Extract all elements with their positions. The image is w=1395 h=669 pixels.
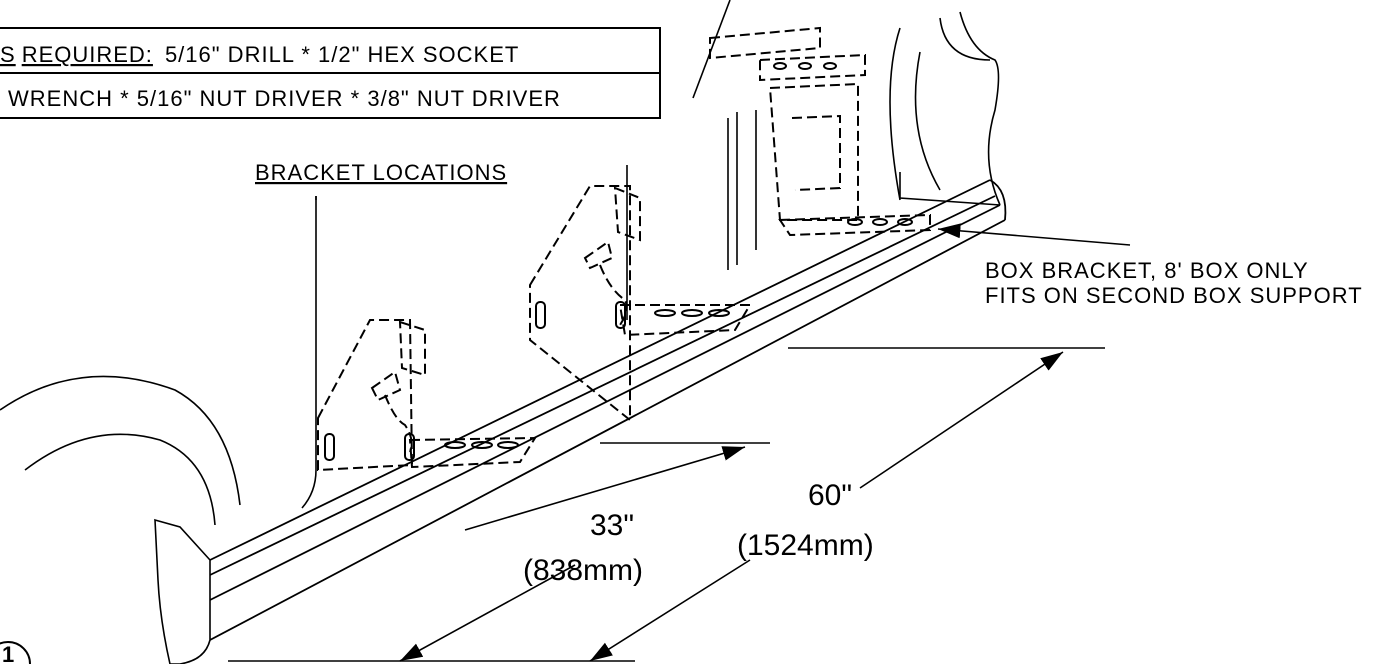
bed-wheel-arch xyxy=(914,51,941,191)
bed-wheel-arch-inner xyxy=(889,27,901,201)
box-hole-1 xyxy=(773,62,787,70)
running-board xyxy=(209,179,1007,641)
rear-slot-2 xyxy=(615,301,626,329)
dim-60-lower-arrow xyxy=(589,559,751,662)
box-hole-2 xyxy=(798,62,812,70)
front-hole-2 xyxy=(471,441,493,449)
front-hole-3 xyxy=(497,441,519,449)
box-bracket-label-line2: FITS ON SECOND BOX SUPPORT xyxy=(985,283,1363,308)
front-bracket-slots xyxy=(324,433,519,461)
box-support-plate-1 xyxy=(759,53,866,82)
dimension-lines xyxy=(228,347,1105,662)
rear-hole-1 xyxy=(654,309,676,317)
box-hole-3 xyxy=(823,62,837,70)
box-hole-4 xyxy=(847,218,863,226)
rear-step-end xyxy=(899,172,1001,206)
box-bracket-label-line1: BOX BRACKET, 8' BOX ONLY xyxy=(985,258,1309,283)
dim-60-imperial: 60" xyxy=(808,479,852,512)
dim-33-upper-arrow xyxy=(464,446,746,531)
front-hole-1 xyxy=(444,441,466,449)
bracket-locations-label: BRACKET LOCATIONS xyxy=(255,160,507,185)
front-bracket-plate xyxy=(370,370,402,402)
board-inner-edge-1 xyxy=(209,195,996,576)
step-marker-number: 1 xyxy=(2,642,14,664)
dim-33-metric: (838mm) xyxy=(523,554,643,587)
front-bracket-foot xyxy=(408,436,537,469)
step-marker: 1 xyxy=(0,641,31,669)
box-support-foot xyxy=(778,213,931,237)
tools-line-2: WRENCH * 5/16" NUT DRIVER * 3/8" NUT DRI… xyxy=(8,86,561,111)
dim-33-imperial: 33" xyxy=(590,509,634,542)
box-hole-6 xyxy=(897,218,913,226)
box-support-holes xyxy=(773,62,913,226)
box-bracket-leader xyxy=(937,223,1131,246)
box-support-bracket xyxy=(709,26,931,237)
board-bottom-edge xyxy=(209,219,1006,641)
front-fender-inner xyxy=(24,433,216,526)
board-end-cap xyxy=(989,179,1007,221)
box-hole-5 xyxy=(872,218,888,226)
rear-bracket-foot xyxy=(618,304,752,337)
front-bracket xyxy=(317,319,537,472)
front-fender-outer xyxy=(0,375,241,506)
rear-bracket-slots xyxy=(535,301,730,329)
rear-bracket-tab xyxy=(613,186,641,242)
front-bracket-link xyxy=(384,394,413,453)
bed-arch-top xyxy=(939,17,991,61)
rear-bracket-plate xyxy=(583,240,614,270)
mud-flap xyxy=(154,518,211,665)
board-top-edge xyxy=(209,179,991,561)
box-support-top xyxy=(709,26,821,60)
box-support-upright xyxy=(768,82,859,221)
dim-33-lower-arrow xyxy=(399,564,576,662)
dim-60-metric: (1524mm) xyxy=(737,529,874,562)
box-support-leader-top xyxy=(692,0,731,99)
dim-60-upper-arrow xyxy=(859,351,1064,489)
box-support-inner xyxy=(791,114,841,191)
rear-bumper-outline xyxy=(959,11,1001,206)
rear-hole-3 xyxy=(708,309,730,317)
front-slot-1 xyxy=(324,433,335,461)
cab-rear-edge xyxy=(301,196,317,509)
front-bracket-outline xyxy=(317,319,414,472)
rear-slot-1 xyxy=(535,301,546,329)
rear-bracket-outline xyxy=(529,185,631,423)
front-bracket-tab xyxy=(398,320,426,377)
board-inner-edge-2 xyxy=(209,204,1001,601)
front-slot-2 xyxy=(404,433,415,461)
rear-hole-2 xyxy=(681,309,703,317)
